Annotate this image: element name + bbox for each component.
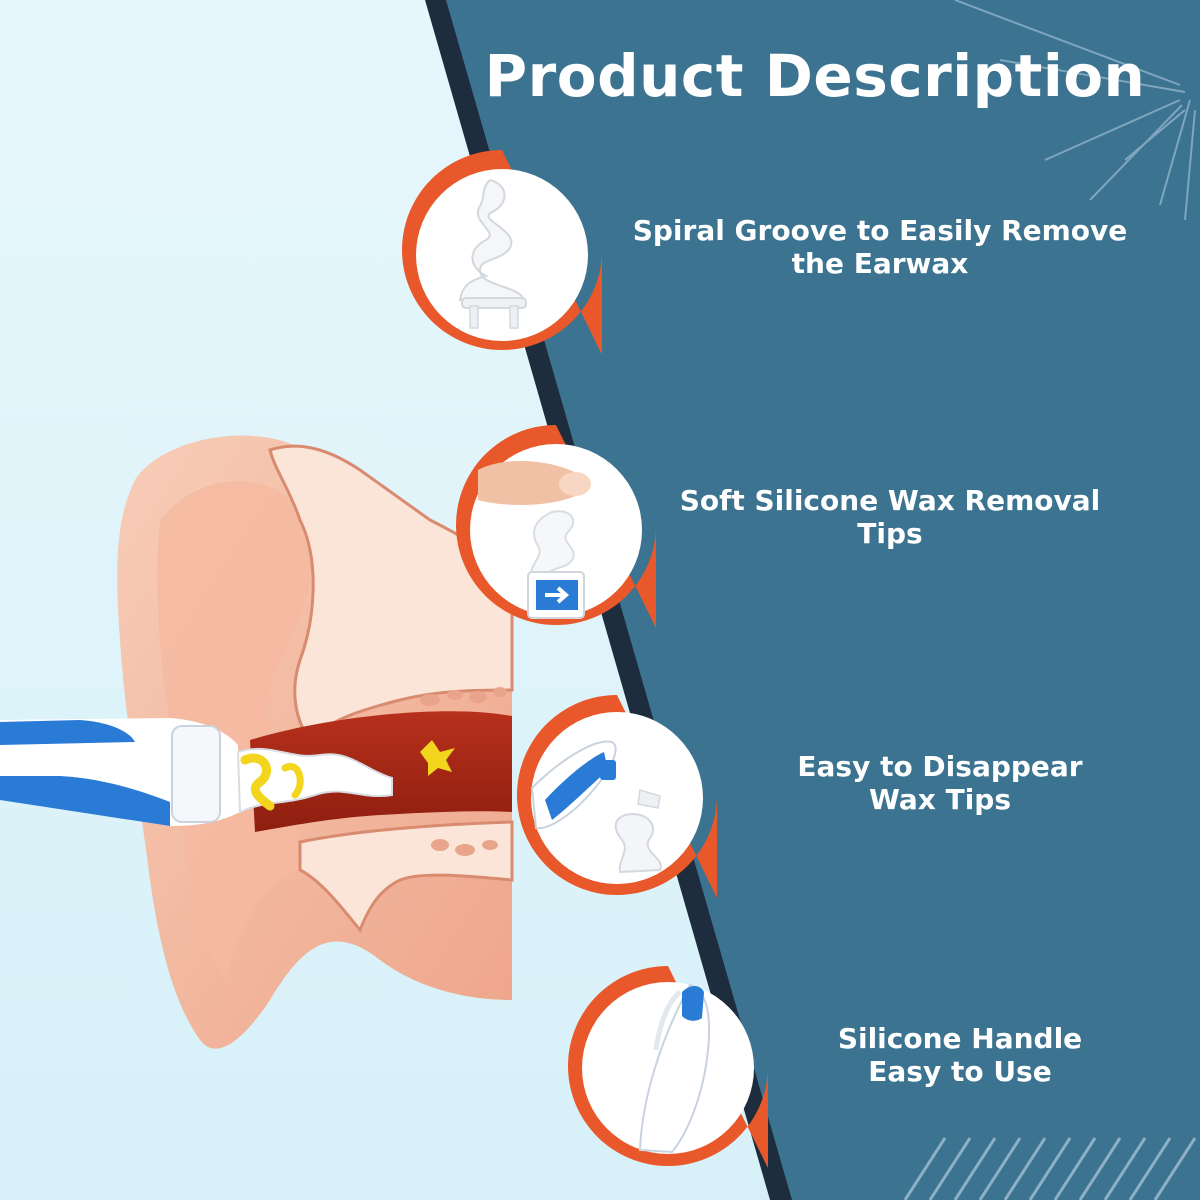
feature-2-line-1: Soft Silicone Wax Removal <box>679 484 1101 517</box>
handle-icon <box>638 983 711 1154</box>
handle-tips-icon <box>530 740 662 874</box>
feature-2-line-2: Tips <box>857 517 923 550</box>
spiral-tip-icon <box>458 178 527 329</box>
feature-text-2: Soft Silicone Wax Removal Tips <box>665 484 1115 550</box>
feature-text-3: Easy to Disappear Wax Tips <box>770 750 1110 816</box>
feature-1-line-2: the Earwax <box>791 247 969 280</box>
feature-1-line-1: Spiral Groove to Easily Remove <box>632 214 1128 247</box>
decorative-hatching <box>903 1137 1197 1200</box>
feature-text-1: Spiral Groove to Easily Remove the Earwa… <box>620 214 1140 280</box>
feature-text-4: Silicone Handle Easy to Use <box>800 1022 1120 1088</box>
decorative-lines <box>954 0 1196 221</box>
feature-3-line-2: Wax Tips <box>869 783 1011 816</box>
feature-4-line-1: Silicone Handle <box>837 1022 1083 1055</box>
page-title: Product Description <box>484 42 1146 110</box>
ear-cleaner-device <box>0 718 393 826</box>
finger-tip-icon <box>478 461 591 619</box>
feature-3-line-1: Easy to Disappear <box>797 750 1083 783</box>
blue-panel <box>446 0 1200 1200</box>
ear-illustration <box>117 435 514 1049</box>
feature-4-line-2: Easy to Use <box>868 1055 1052 1088</box>
